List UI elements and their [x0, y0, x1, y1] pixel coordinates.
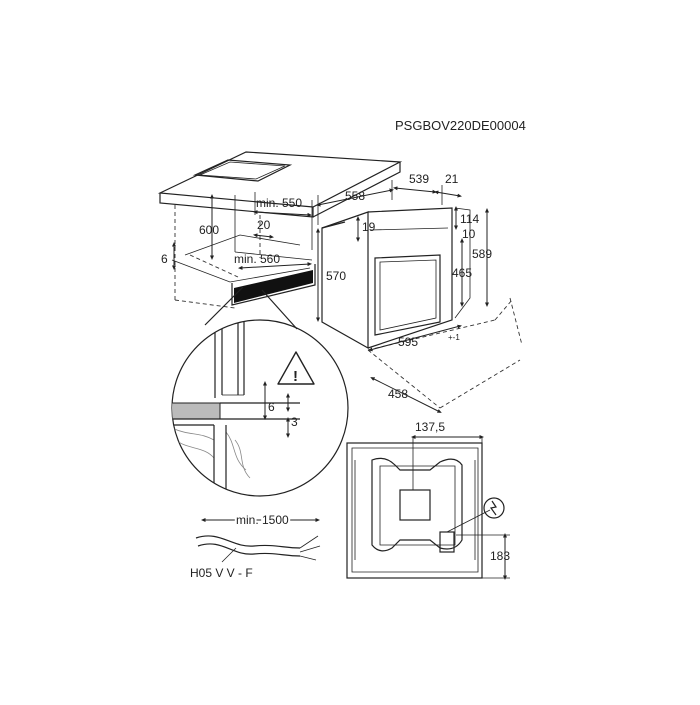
oven-door-window [374, 254, 441, 336]
dim-458: 458 [388, 387, 408, 401]
dim-137-5: 137,5 [415, 420, 445, 434]
dim-595: 595 [398, 335, 418, 349]
dim-cabinet-6: 6 [161, 252, 168, 266]
detail-dim-3: 3 [291, 415, 298, 429]
svg-text:!: ! [293, 368, 298, 385]
dim-21: 21 [445, 172, 459, 186]
reference-code: PSGBOV220DE00004 [395, 118, 526, 133]
dim-539: 539 [409, 172, 429, 186]
hob-cutout [192, 159, 293, 182]
back-panel-centre [399, 489, 431, 521]
oven-drawing: 558 539 21 19 114 10 589 465 570 [316, 172, 523, 413]
detail-magnifier: 6 3 ! [171, 286, 349, 497]
warning-triangle-icon: ! [277, 351, 315, 385]
dim-570: 570 [326, 269, 346, 283]
dim-min-1500: min. 1500 [236, 513, 289, 527]
detail-dim-6: 6 [268, 400, 275, 414]
dim-min-550: min. 550 [256, 196, 302, 210]
oven-back-view: 137,5 183 [346, 420, 510, 580]
dim-20: 20 [257, 218, 271, 232]
electrical-connection-icon [483, 497, 505, 519]
dim-183: 183 [490, 549, 510, 563]
dim-114: 114 [460, 212, 479, 226]
dim-10: 10 [462, 227, 476, 241]
dim-600: 600 [199, 223, 219, 237]
cabinet-drawing: 600 min. 550 20 min. 560 6 [157, 151, 403, 309]
dim-595-tolerance: +-1 [448, 333, 460, 342]
dim-min-560: min. 560 [234, 252, 280, 266]
dim-558: 558 [345, 189, 365, 203]
plinth-strip [234, 270, 313, 303]
dim-589: 589 [472, 247, 492, 261]
power-cable: min. 1500 H05 V V - F [190, 511, 321, 580]
dim-465: 465 [452, 266, 472, 280]
cable-type-label: H05 V V - F [190, 566, 253, 580]
dim-19: 19 [362, 220, 376, 234]
